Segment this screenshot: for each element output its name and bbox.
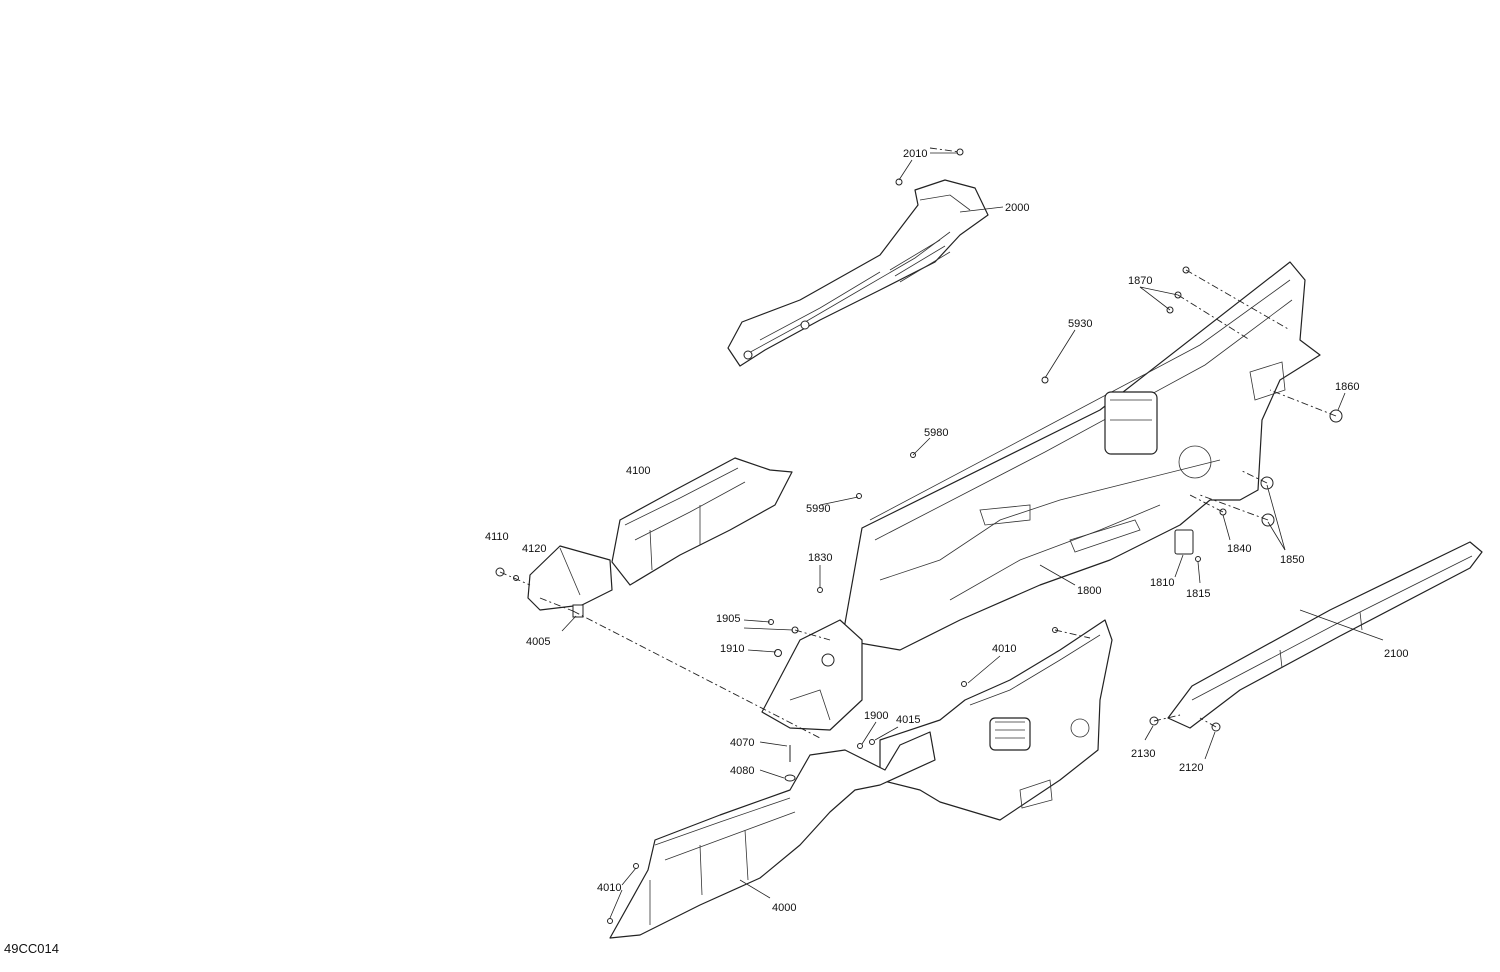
part-2100-side-rail [1167, 541, 1483, 729]
part-2000-upper-cover [727, 179, 989, 367]
part-4100-upper-duct [527, 457, 793, 611]
assembly-lines [499, 147, 1337, 739]
callout-4010-upper: 4010 [992, 643, 1016, 655]
callout-1850: 1850 [1280, 554, 1304, 566]
callout-5990: 5990 [806, 503, 830, 515]
callout-4080: 4080 [730, 765, 754, 777]
callout-4000: 4000 [772, 902, 796, 914]
callout-5980: 5980 [924, 427, 948, 439]
hardware-fasteners [495, 148, 1343, 924]
callout-1815: 1815 [1186, 588, 1210, 600]
part-4000-lower-duct [609, 731, 936, 939]
callout-1800: 1800 [1077, 585, 1101, 597]
part-1900-support-bracket [761, 619, 863, 731]
callout-labels: 2010 2000 1870 5930 1860 5980 4100 5990 … [4, 148, 1408, 956]
callout-2130: 2130 [1131, 748, 1155, 760]
figure-id: 49CC014 [4, 941, 59, 956]
part-1800-dash-panel [841, 261, 1321, 651]
callout-2100: 2100 [1384, 648, 1408, 660]
callout-1840: 1840 [1227, 543, 1251, 555]
callout-1870: 1870 [1128, 275, 1152, 287]
callout-4015: 4015 [896, 714, 920, 726]
callout-1860: 1860 [1335, 381, 1359, 393]
callout-1905: 1905 [716, 613, 740, 625]
callout-1810: 1810 [1150, 577, 1174, 589]
callout-4070: 4070 [730, 737, 754, 749]
part-center-console [879, 619, 1113, 821]
callout-1910: 1910 [720, 643, 744, 655]
callout-1830: 1830 [808, 552, 832, 564]
callout-4110: 4110 [485, 531, 509, 543]
leader-lines [561, 152, 1384, 919]
callout-2120: 2120 [1179, 762, 1203, 774]
callout-4120: 4120 [522, 543, 546, 555]
callout-2000: 2000 [1005, 202, 1029, 214]
callout-4010-lower: 4010 [597, 882, 621, 894]
callout-4100: 4100 [626, 465, 650, 477]
callout-2010: 2010 [903, 148, 927, 160]
callout-1900: 1900 [864, 710, 888, 722]
callout-5930: 5930 [1068, 318, 1092, 330]
callout-4005: 4005 [526, 636, 550, 648]
